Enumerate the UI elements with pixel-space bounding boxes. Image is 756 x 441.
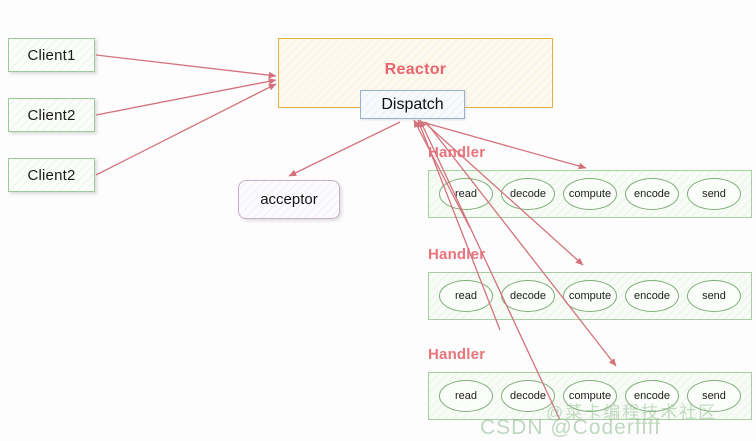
handler-label: Handler — [428, 144, 486, 161]
dispatch-label: Dispatch — [381, 95, 444, 113]
stage-ellipse-send[interactable]: send — [687, 178, 741, 210]
stage-ellipse-compute[interactable]: compute — [563, 280, 617, 312]
stage-ellipse-send[interactable]: send — [687, 380, 741, 412]
client1-to-reactor — [95, 54, 277, 79]
stage-ellipse-compute[interactable]: compute — [563, 380, 617, 412]
stage-ellipse-decode[interactable]: decode — [501, 178, 555, 210]
handler-label: Handler — [428, 346, 486, 363]
client-label: Client2 — [27, 166, 76, 184]
stage-ellipse-read[interactable]: read — [439, 280, 493, 312]
stage-ellipse-read[interactable]: read — [439, 380, 493, 412]
stage-ellipse-read[interactable]: read — [439, 178, 493, 210]
acceptor-label: acceptor — [260, 191, 318, 208]
client-box-3[interactable]: Client2 — [8, 158, 95, 192]
client-label: Client1 — [27, 46, 76, 64]
stage-ellipse-compute[interactable]: compute — [563, 178, 617, 210]
client2b-to-reactor — [95, 83, 277, 176]
handler-label: Handler — [428, 246, 486, 263]
acceptor-box[interactable]: acceptor — [238, 180, 340, 219]
stage-ellipse-decode[interactable]: decode — [501, 280, 555, 312]
stage-ellipse-encode[interactable]: encode — [625, 380, 679, 412]
dispatch-box[interactable]: Dispatch — [360, 90, 465, 119]
stage-ellipse-encode[interactable]: encode — [625, 280, 679, 312]
dispatch-to-acceptor — [288, 121, 401, 177]
stage-ellipse-decode[interactable]: decode — [501, 380, 555, 412]
stage-ellipse-encode[interactable]: encode — [625, 178, 679, 210]
client-box-2[interactable]: Client2 — [8, 98, 95, 132]
client2a-to-reactor — [95, 78, 277, 116]
stage-ellipse-send[interactable]: send — [687, 280, 741, 312]
client-box-1[interactable]: Client1 — [8, 38, 95, 72]
client-label: Client2 — [27, 106, 76, 124]
reactor-label: Reactor — [384, 61, 447, 78]
